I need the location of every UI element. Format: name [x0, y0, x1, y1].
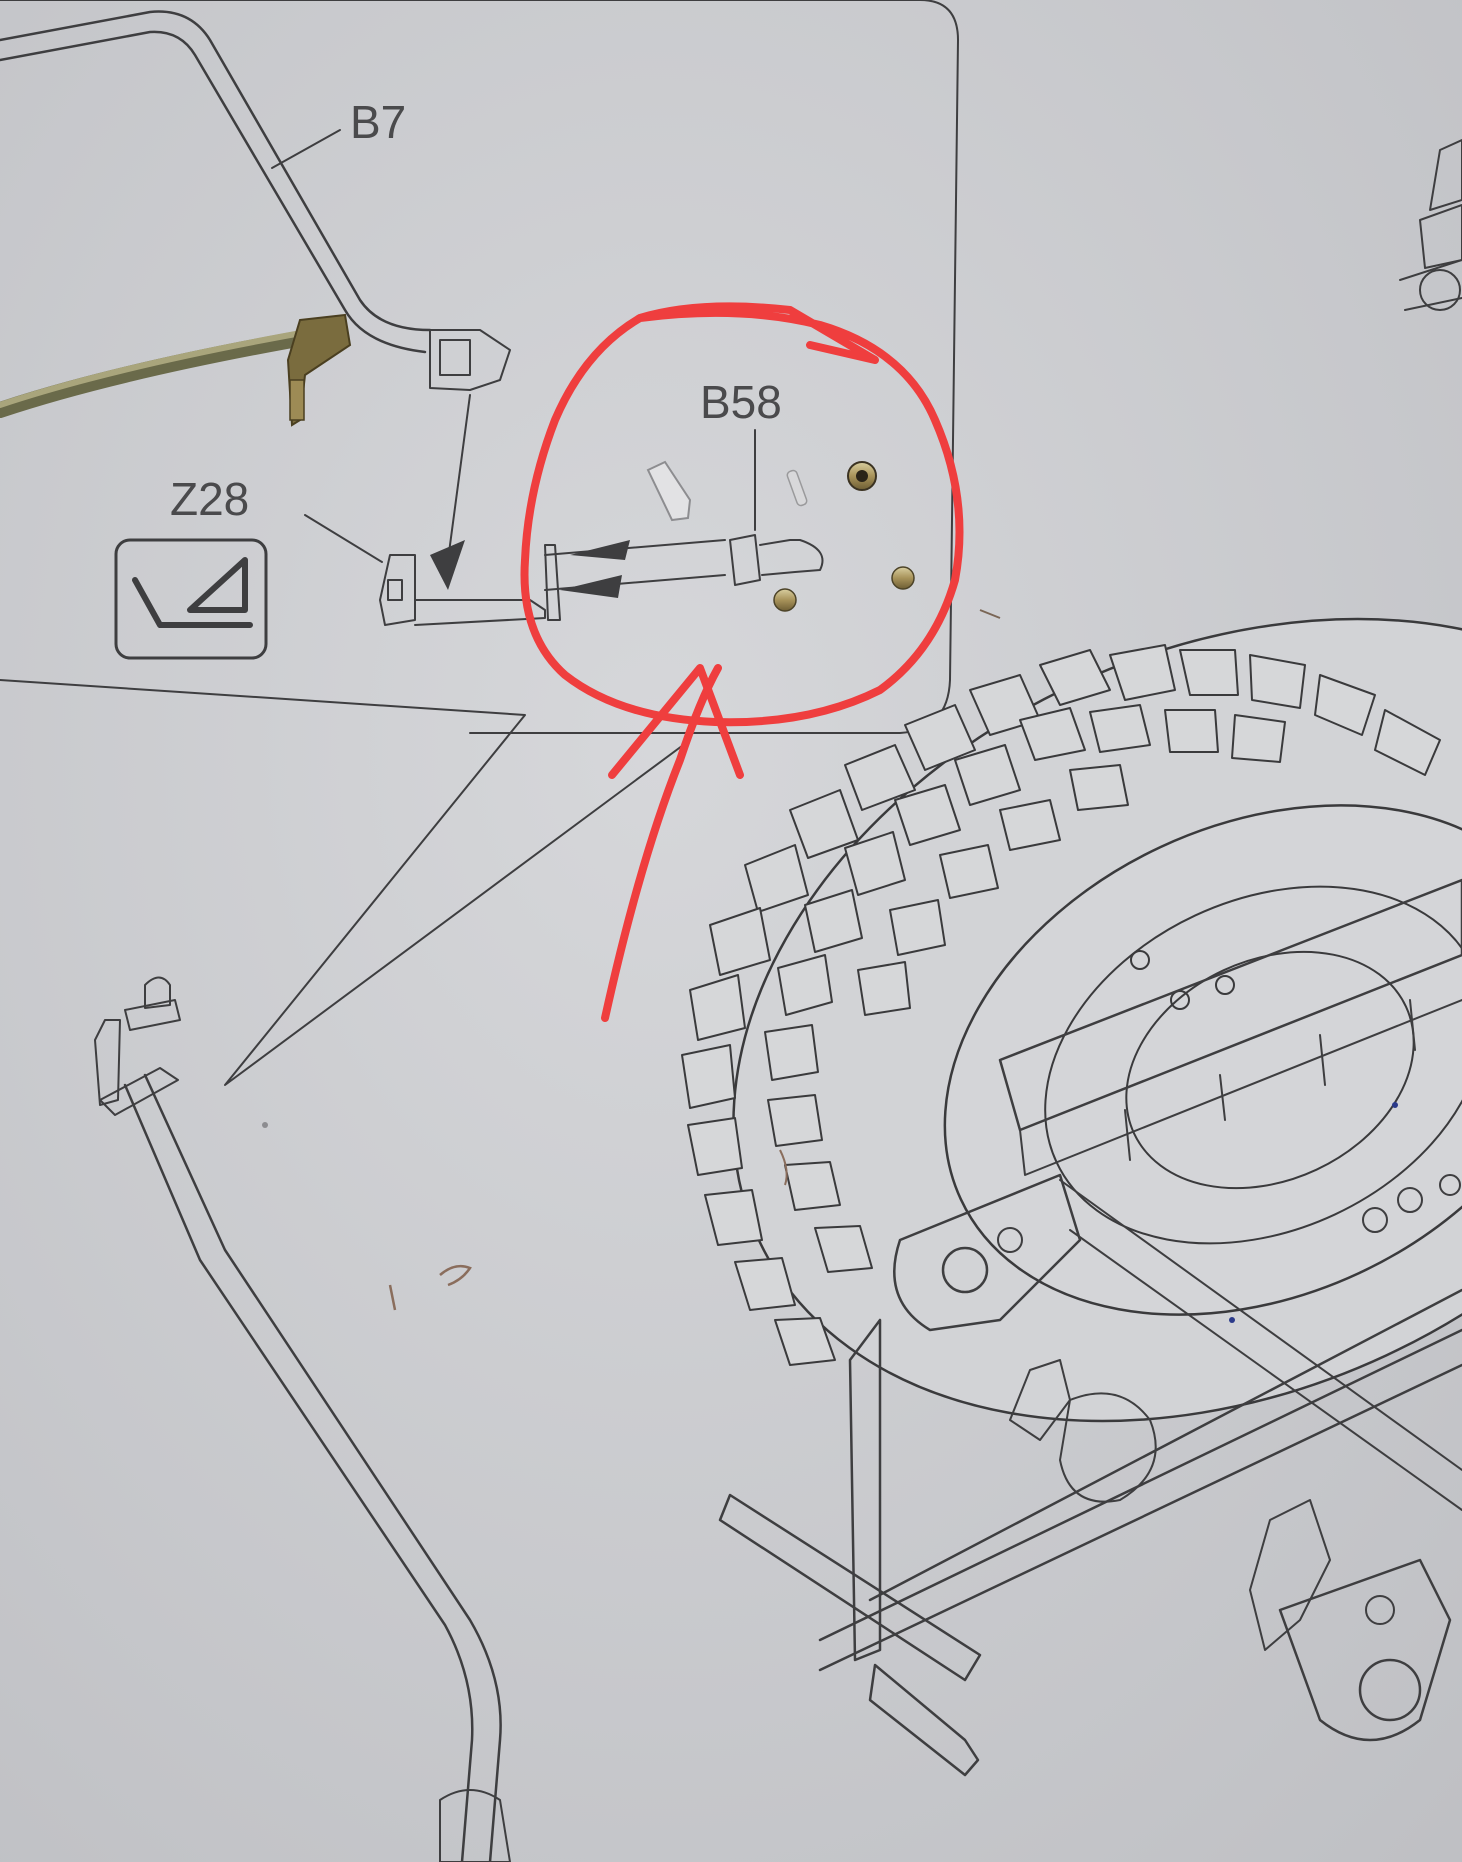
chassis-frame-drawing	[718, 878, 1462, 1777]
loose-small-parts	[646, 460, 915, 612]
label-b7: B7	[350, 96, 406, 148]
debris-fibers	[262, 609, 1398, 1323]
part-upper-right-partial	[1399, 139, 1462, 311]
part-b7-tube	[0, 10, 511, 391]
label-b58: B58	[700, 376, 782, 428]
callout-pointer	[0, 679, 691, 1086]
red-highlight-marker	[520, 302, 964, 1022]
tire-drawing	[681, 617, 1462, 1423]
brass-rod-part	[0, 313, 352, 427]
tire-tread-blocks	[681, 644, 1441, 1366]
glue-symbol-icon	[114, 538, 268, 660]
part-z28-bracket	[304, 394, 546, 626]
label-z28: Z28	[170, 473, 249, 525]
part-tube-lower-left	[94, 976, 511, 1862]
part-b58-pin	[544, 429, 824, 621]
